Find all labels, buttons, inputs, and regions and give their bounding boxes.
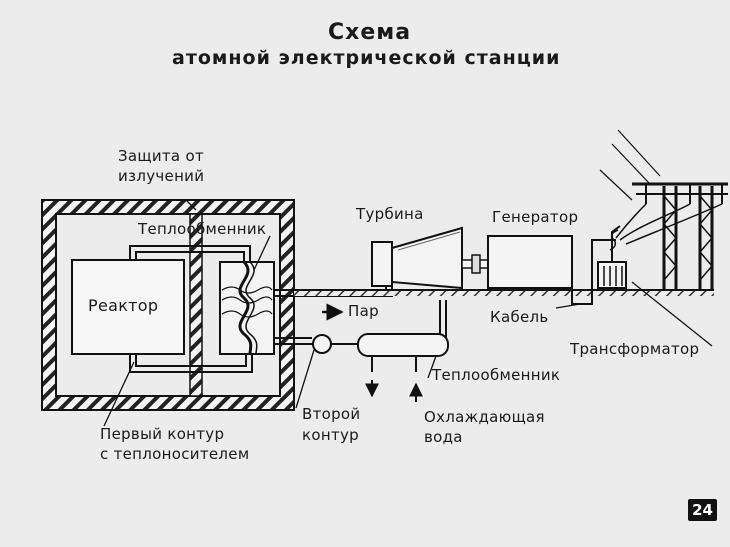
reactor-label: Реактор [88, 296, 159, 315]
condenser [357, 333, 449, 402]
page-number-badge: 24 [688, 499, 717, 521]
turbine-label: Турбина [356, 205, 424, 223]
protection-label-line2: излучений [118, 167, 205, 185]
heat-exchanger-bottom-label: Теплообменник [432, 366, 561, 384]
cable-line [571, 239, 616, 305]
ground-line [294, 289, 714, 296]
generator-block [487, 235, 573, 289]
first-circuit-label-line1: Первый контур [100, 425, 225, 443]
steam-label: Пар [348, 302, 379, 320]
steam-generator [219, 260, 275, 355]
first-circuit-label-line2: с теплоносителем [100, 445, 250, 463]
radiation-shield [41, 199, 295, 411]
power-tower [599, 129, 728, 290]
pump-icon [312, 334, 332, 354]
diagram-title: Схема [328, 20, 412, 45]
diagram-subtitle: атомной электрической станции [172, 47, 561, 69]
heat-exchanger-top-label: Теплообменник [138, 220, 267, 238]
transformer-label: Трансформатор [570, 340, 700, 358]
second-circuit-label-line2: контур [302, 426, 359, 444]
protection-label-line1: Защита от [118, 147, 204, 165]
cooling-water-label-line1: Охлаждающая [424, 408, 545, 426]
second-circuit-label-line1: Второй [302, 405, 361, 423]
reactor-block [71, 259, 185, 355]
leader-lines [103, 199, 713, 427]
turbine [371, 226, 463, 290]
cooling-water-label-line2: вода [424, 428, 463, 446]
cable-label: Кабель [490, 308, 549, 326]
primary-circuit [129, 245, 253, 373]
shaft [461, 254, 491, 274]
transformer [597, 225, 627, 289]
generator-label: Генератор [492, 208, 579, 226]
